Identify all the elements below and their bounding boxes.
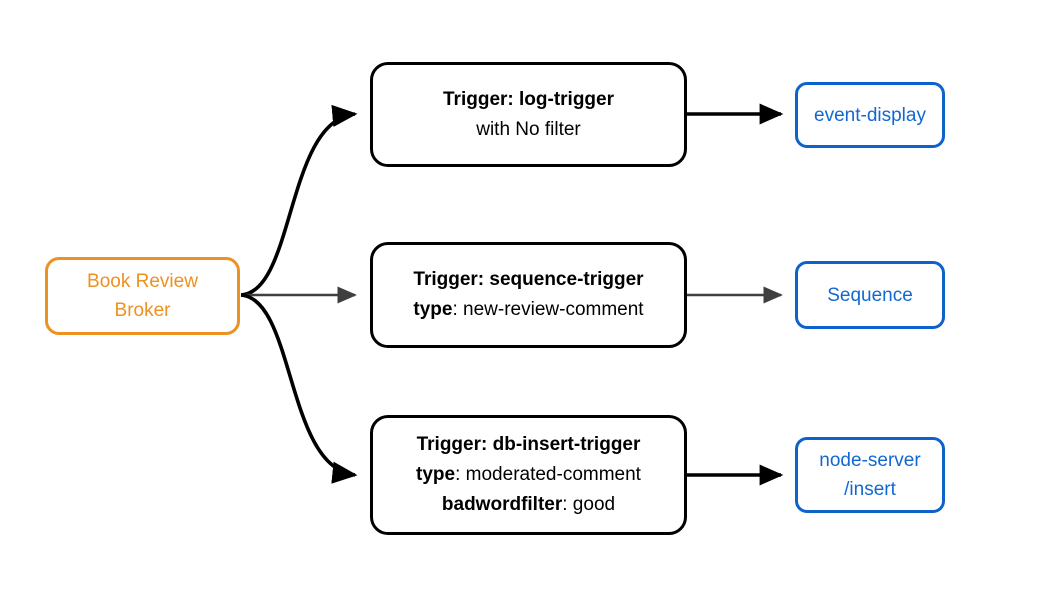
sequence-trigger-title: Trigger: sequence-trigger xyxy=(413,265,643,295)
db-insert-trigger-title-text: Trigger: db-insert-trigger xyxy=(416,434,641,455)
node-sequence-trigger[interactable]: Trigger: sequence-trigger type: new-revi… xyxy=(370,242,687,348)
sequence-trigger-title-text: Trigger: sequence-trigger xyxy=(413,269,644,290)
node-node-server[interactable]: node-server /insert xyxy=(795,437,945,513)
log-trigger-title: Trigger: log-trigger xyxy=(443,85,614,115)
broker-label-line2: Broker xyxy=(114,300,171,321)
log-trigger-title-text: Trigger: log-trigger xyxy=(443,88,614,110)
sequence-label: Sequence xyxy=(827,284,913,306)
node-sequence[interactable]: Sequence xyxy=(795,261,945,329)
event-display-label: event-display xyxy=(814,104,926,126)
db-insert-trigger-title: Trigger: db-insert-trigger xyxy=(417,430,641,460)
node-db-insert-trigger[interactable]: Trigger: db-insert-trigger type: moderat… xyxy=(370,415,687,535)
sequence-trigger-type: type: new-review-comment xyxy=(413,295,643,325)
db-insert-trigger-badwordfilter: badwordfilter: good xyxy=(442,490,615,520)
node-log-trigger[interactable]: Trigger: log-trigger with No filter xyxy=(370,62,687,167)
broker-label-line1: Book Review xyxy=(87,271,198,292)
db-insert-trigger-type-key: type xyxy=(416,464,456,485)
node-event-display[interactable]: event-display xyxy=(795,82,945,148)
sequence-trigger-type-value: : new-review-comment xyxy=(452,299,644,320)
log-trigger-filter: with No filter xyxy=(476,118,581,140)
db-insert-trigger-badwordfilter-key: badwordfilter xyxy=(441,494,563,515)
db-insert-trigger-type-value: : moderated-comment xyxy=(455,464,641,485)
node-server-label-line2: /insert xyxy=(844,479,896,500)
db-insert-trigger-badwordfilter-value: : good xyxy=(562,494,616,515)
edge-broker-to-log-trigger xyxy=(240,104,358,297)
db-insert-trigger-type: type: moderated-comment xyxy=(416,460,641,490)
sequence-trigger-type-key: type xyxy=(413,299,453,320)
edge-broker-to-db-insert-trigger xyxy=(240,293,358,484)
node-book-review-broker[interactable]: Book Review Broker xyxy=(45,257,240,335)
node-server-label-line1: node-server xyxy=(819,450,921,471)
